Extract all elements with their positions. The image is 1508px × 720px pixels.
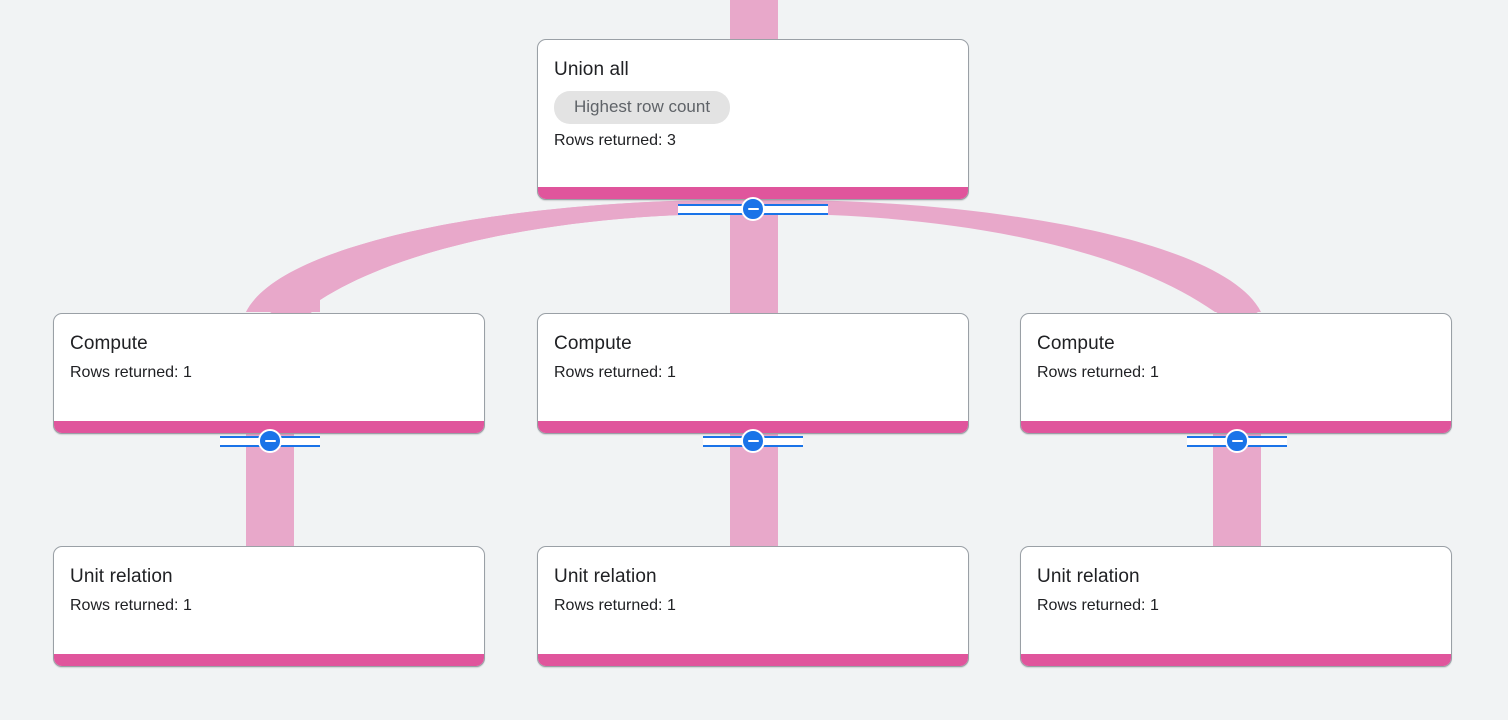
node-accent-bar: [1021, 421, 1451, 433]
node-title: Unit relation: [554, 566, 657, 587]
minus-icon: [741, 197, 765, 221]
unit-relation-node-2[interactable]: Unit relation Rows returned: 1: [537, 546, 969, 667]
edge-union-all-to-compute-1: [246, 200, 730, 312]
node-title: Unit relation: [1037, 566, 1140, 587]
compute-node-3-body: Compute Rows returned: 1: [1021, 314, 1451, 384]
collapse-toggle-compute-2[interactable]: [703, 429, 803, 453]
unit-relation-node-3[interactable]: Unit relation Rows returned: 1: [1020, 546, 1452, 667]
node-accent-bar: [538, 421, 968, 433]
union-all-node-body: Union all Highest row count Rows returne…: [538, 40, 968, 152]
node-title: Compute: [1037, 333, 1115, 354]
unit-relation-node-1[interactable]: Unit relation Rows returned: 1: [53, 546, 485, 667]
rows-returned-label: Rows returned: 3: [554, 132, 676, 149]
rows-returned-label: Rows returned: 1: [554, 597, 676, 614]
minus-icon: [258, 429, 282, 453]
collapse-toggle-compute-1[interactable]: [220, 429, 320, 453]
node-accent-bar: [538, 654, 968, 666]
edge-upstream-to-union-all: [730, 0, 778, 40]
unit-relation-node-2-body: Unit relation Rows returned: 1: [538, 547, 968, 617]
minus-icon: [741, 429, 765, 453]
compute-node-1-body: Compute Rows returned: 1: [54, 314, 484, 384]
edge-union-all-to-compute-3: [778, 200, 1261, 312]
rows-returned-label: Rows returned: 1: [70, 364, 192, 381]
node-title: Compute: [70, 333, 148, 354]
edge-union-all-to-compute-1: [246, 200, 730, 312]
rows-returned-label: Rows returned: 1: [1037, 364, 1159, 381]
compute-node-1[interactable]: Compute Rows returned: 1: [53, 313, 485, 434]
compute-node-3[interactable]: Compute Rows returned: 1: [1020, 313, 1452, 434]
rows-returned-label: Rows returned: 1: [554, 364, 676, 381]
highest-row-count-badge: Highest row count: [554, 91, 731, 124]
rows-returned-label: Rows returned: 1: [70, 597, 192, 614]
compute-node-2-body: Compute Rows returned: 1: [538, 314, 968, 384]
unit-relation-node-1-body: Unit relation Rows returned: 1: [54, 547, 484, 617]
node-title: Compute: [554, 333, 632, 354]
rows-returned-label: Rows returned: 1: [1037, 597, 1159, 614]
union-all-node[interactable]: Union all Highest row count Rows returne…: [537, 39, 969, 200]
collapse-toggle-union-all[interactable]: [678, 197, 828, 221]
node-accent-bar: [54, 654, 484, 666]
node-title: Union all: [554, 59, 629, 80]
node-accent-bar: [54, 421, 484, 433]
node-accent-bar: [538, 187, 968, 199]
unit-relation-node-3-body: Unit relation Rows returned: 1: [1021, 547, 1451, 617]
node-accent-bar: [1021, 654, 1451, 666]
node-title: Unit relation: [70, 566, 173, 587]
collapse-toggle-compute-3[interactable]: [1187, 429, 1287, 453]
compute-node-2[interactable]: Compute Rows returned: 1: [537, 313, 969, 434]
minus-icon: [1225, 429, 1249, 453]
